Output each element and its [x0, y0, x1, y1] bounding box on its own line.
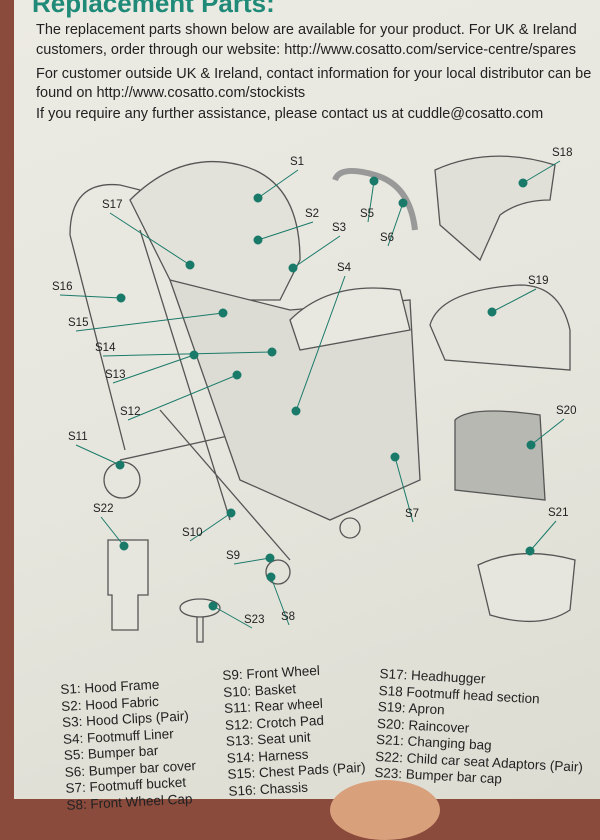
leader-line [212, 605, 253, 629]
leader-line [75, 444, 121, 466]
callout-label: S22 [93, 503, 114, 515]
callout-dot [525, 546, 535, 556]
callout-label: S9 [226, 550, 241, 562]
callout-dot [226, 508, 236, 518]
head-section-drawing [434, 155, 556, 262]
leader-line [189, 512, 232, 542]
callout-dot [266, 572, 276, 582]
callout-dot [116, 293, 126, 303]
callout-label: S19 [528, 275, 549, 287]
chassis-drawing [69, 183, 301, 561]
callout-dot [288, 263, 298, 273]
callout-label: S13 [105, 369, 126, 381]
leader-line [522, 160, 561, 184]
callout-label: S18 [552, 147, 573, 159]
callout-dot [487, 307, 497, 317]
callout-label: S5 [360, 208, 375, 220]
callout-label: S7 [405, 508, 420, 520]
leader-line [491, 288, 537, 313]
callout-label: S4 [337, 262, 352, 274]
leader-line [530, 418, 565, 446]
leader-line [233, 557, 271, 565]
callout-label: S12 [120, 406, 141, 418]
callout-label: S15 [68, 317, 89, 329]
intro-line: For customer outside UK & Ireland, conta… [36, 66, 592, 82]
leader-line [112, 354, 195, 384]
leader-line [100, 516, 125, 547]
page-title: Replacement Parts: [32, 0, 275, 18]
callout-dot [119, 541, 129, 551]
car-seat-adaptor-drawing [107, 539, 149, 631]
changing-bag-drawing [477, 552, 576, 623]
callout-dot [267, 347, 277, 357]
callout-dot [189, 350, 199, 360]
callout-dot [253, 193, 263, 203]
raincover-drawing [454, 410, 546, 501]
callout-dot [232, 370, 242, 380]
legend-column-2: S9: Front Wheel S10: Basket S11: Rear wh… [222, 661, 367, 800]
leader-line [295, 275, 346, 412]
callout-label: S1 [290, 156, 305, 168]
leader-line [75, 312, 224, 332]
bumper-bar-drawing [332, 168, 418, 231]
leader-line [59, 294, 122, 299]
callout-label: S17 [102, 199, 123, 211]
leader-line [257, 221, 314, 241]
callout-label: S3 [332, 222, 347, 234]
apron-drawing [429, 284, 571, 371]
callout-dot [398, 198, 408, 208]
callout-label: S6 [380, 232, 395, 244]
callout-dot [218, 308, 228, 318]
callout-label: S8 [281, 611, 296, 623]
callout-dot [265, 553, 275, 563]
callout-label: S20 [556, 405, 577, 417]
finger [330, 780, 440, 840]
callout-dot [291, 406, 301, 416]
legend-column-1: S1: Hood Frame S2: Hood Fabric S3: Hood … [60, 675, 198, 814]
callout-label: S23 [244, 614, 265, 626]
front-wheel-drawing [265, 559, 291, 585]
leader-line [394, 456, 414, 523]
intro-line: customers, order through our website: ht… [36, 42, 576, 58]
intro-line: If you require any further assistance, p… [36, 106, 544, 122]
callout-dot [253, 235, 263, 245]
callout-label: S21 [548, 507, 569, 519]
callout-dot [390, 452, 400, 462]
callout-dot [185, 260, 195, 270]
leader-line [292, 235, 341, 269]
leader-line [367, 180, 375, 223]
leader-line [102, 351, 273, 357]
callout-label: S14 [95, 342, 116, 354]
callout-dot [208, 601, 218, 611]
parts-diagram [59, 155, 576, 643]
leader-line [387, 202, 404, 247]
leader-line [257, 169, 299, 199]
callout-label: S11 [68, 431, 88, 443]
leader-line [109, 212, 191, 266]
legend-column-3: S17: Headhugger S18 Footmuff head sectio… [374, 666, 588, 792]
callout-label: S2 [305, 208, 320, 220]
callout-dot [369, 176, 379, 186]
intro-line: found on http://www.cosatto.com/stockist… [36, 85, 306, 101]
leader-line [270, 576, 290, 626]
callout-label: S10 [182, 527, 203, 539]
callout-dot [526, 440, 536, 450]
callout-dot [518, 178, 528, 188]
callout-dot [115, 460, 125, 470]
leader-line [529, 520, 557, 552]
intro-line: The replacement parts shown below are av… [36, 22, 577, 38]
callout-label: S16 [52, 281, 73, 293]
leader-line [127, 374, 238, 421]
